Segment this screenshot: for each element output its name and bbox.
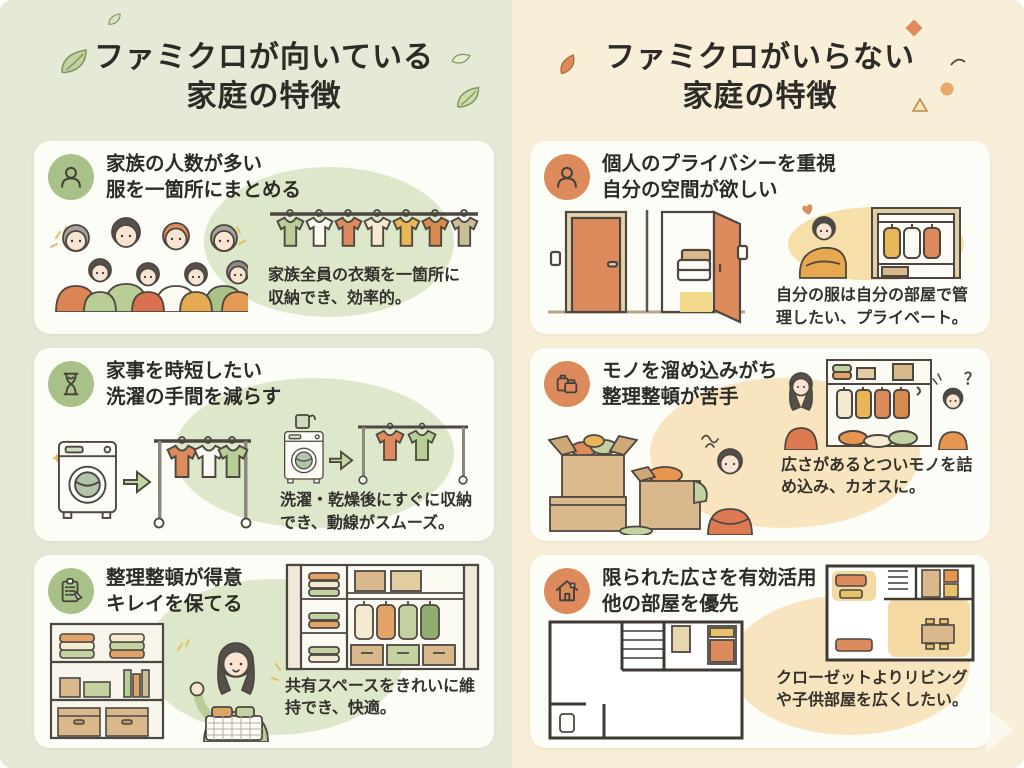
leaf-icon: [456, 86, 480, 108]
clipboard-icon: [48, 567, 94, 614]
leaf-icon: [61, 49, 87, 74]
card-privacy: 個人のプライバシーを重視 自分の空間が欲しい: [530, 141, 990, 334]
laundry-flow-illustration: [48, 413, 253, 533]
title-line: 家庭の特徴: [186, 78, 342, 114]
card-title: 限られた広さを有効活用 他の部屋を優先: [602, 566, 817, 615]
svg-text:？: ？: [964, 369, 976, 388]
card-description: 広さがあるとついモノを詰め込み、カオスに。: [781, 455, 973, 497]
title-line: ファミクロが向いている: [93, 40, 435, 76]
messy-closet-illustration: ？: [781, 356, 976, 450]
floor-plan-2-illustration: [824, 563, 976, 663]
not-needed-column: ファミクロがいらない 家庭の特徴 個人のプライバシーを重視 自分の空間が欲しい: [512, 0, 1024, 768]
right-column-title: ファミクロがいらない 家庭の特徴: [605, 25, 915, 116]
card-title: モノを溜め込みがち 整理整頓が苦手: [602, 359, 778, 408]
card-hoarder: モノを溜め込みがち 整理整頓が苦手: [530, 348, 990, 541]
title-line: ファミクロがいらない: [605, 40, 915, 76]
house-icon: [544, 567, 590, 614]
leaf-icon: [108, 13, 121, 25]
card-large-family: 家族の人数が多い 服を一箇所にまとめる: [34, 141, 494, 334]
closet-illustration: [285, 563, 480, 671]
card-good-at-tidying: 整理整頓が得意 キレイを保てる: [34, 555, 494, 748]
card-description: 家族全員の衣類を一箇所に収納でき、効率的。: [268, 265, 461, 307]
title-line: 家庭の特徴: [682, 78, 838, 114]
card-description: クローゼットよりリビングや子供部屋を広くしたい。: [776, 668, 969, 710]
left-column-title: ファミクロが向いている 家庭の特徴: [94, 25, 434, 116]
curve-icon: [950, 58, 966, 66]
card-title: 個人のプライバシーを重視 自分の空間が欲しい: [602, 152, 836, 201]
person-and-wardrobe-illustration: [776, 204, 976, 281]
family-illustration: [48, 208, 248, 313]
floor-plan-illustration: [544, 618, 746, 742]
leaf-icon: [557, 54, 578, 75]
diamond-icon: [905, 19, 923, 37]
bags-icon: [544, 360, 590, 407]
right-column-header: ファミクロがいらない 家庭の特徴: [530, 0, 990, 141]
card-space-priority: 限られた広さを有効活用 他の部屋を優先: [530, 555, 990, 748]
card-title: 整理整頓が得意 キレイを保てる: [106, 566, 243, 615]
person-icon: [544, 153, 590, 200]
washer-to-rack-illustration: [280, 411, 480, 486]
person-icon: [48, 153, 94, 200]
left-column-header: ファミクロが向いている 家庭の特徴: [34, 0, 494, 141]
corner-arrow-decoration: [986, 708, 1014, 752]
leaf-icon: [451, 49, 471, 68]
card-save-time: 家事を時短したい 洗濯の手間を減らす: [34, 348, 494, 541]
triangle-icon: [912, 98, 928, 112]
suited-column: ファミクロが向いている 家庭の特徴 家族の人数が多い 服を一箇所にまとめる: [0, 0, 512, 768]
shelf-and-woman-illustration: [48, 620, 283, 743]
doors-illustration: [544, 206, 749, 328]
clothes-rack-illustration: [268, 204, 480, 260]
card-description: 洗濯・乾燥後にすぐに収納でき、動線がスムーズ。: [280, 490, 473, 532]
card-title: 家事を時短したい 洗濯の手間を減らす: [106, 359, 282, 408]
hourglass-icon: [48, 360, 94, 407]
card-description: 自分の服は自分の部屋で管理したい、プライベート。: [776, 285, 969, 327]
card-title: 家族の人数が多い 服を一箇所にまとめる: [106, 152, 302, 201]
dot-icon: [940, 82, 954, 96]
boxes-and-person-illustration: [544, 411, 754, 536]
card-description: 共有スペースをきれいに維持でき、快適。: [285, 676, 476, 718]
